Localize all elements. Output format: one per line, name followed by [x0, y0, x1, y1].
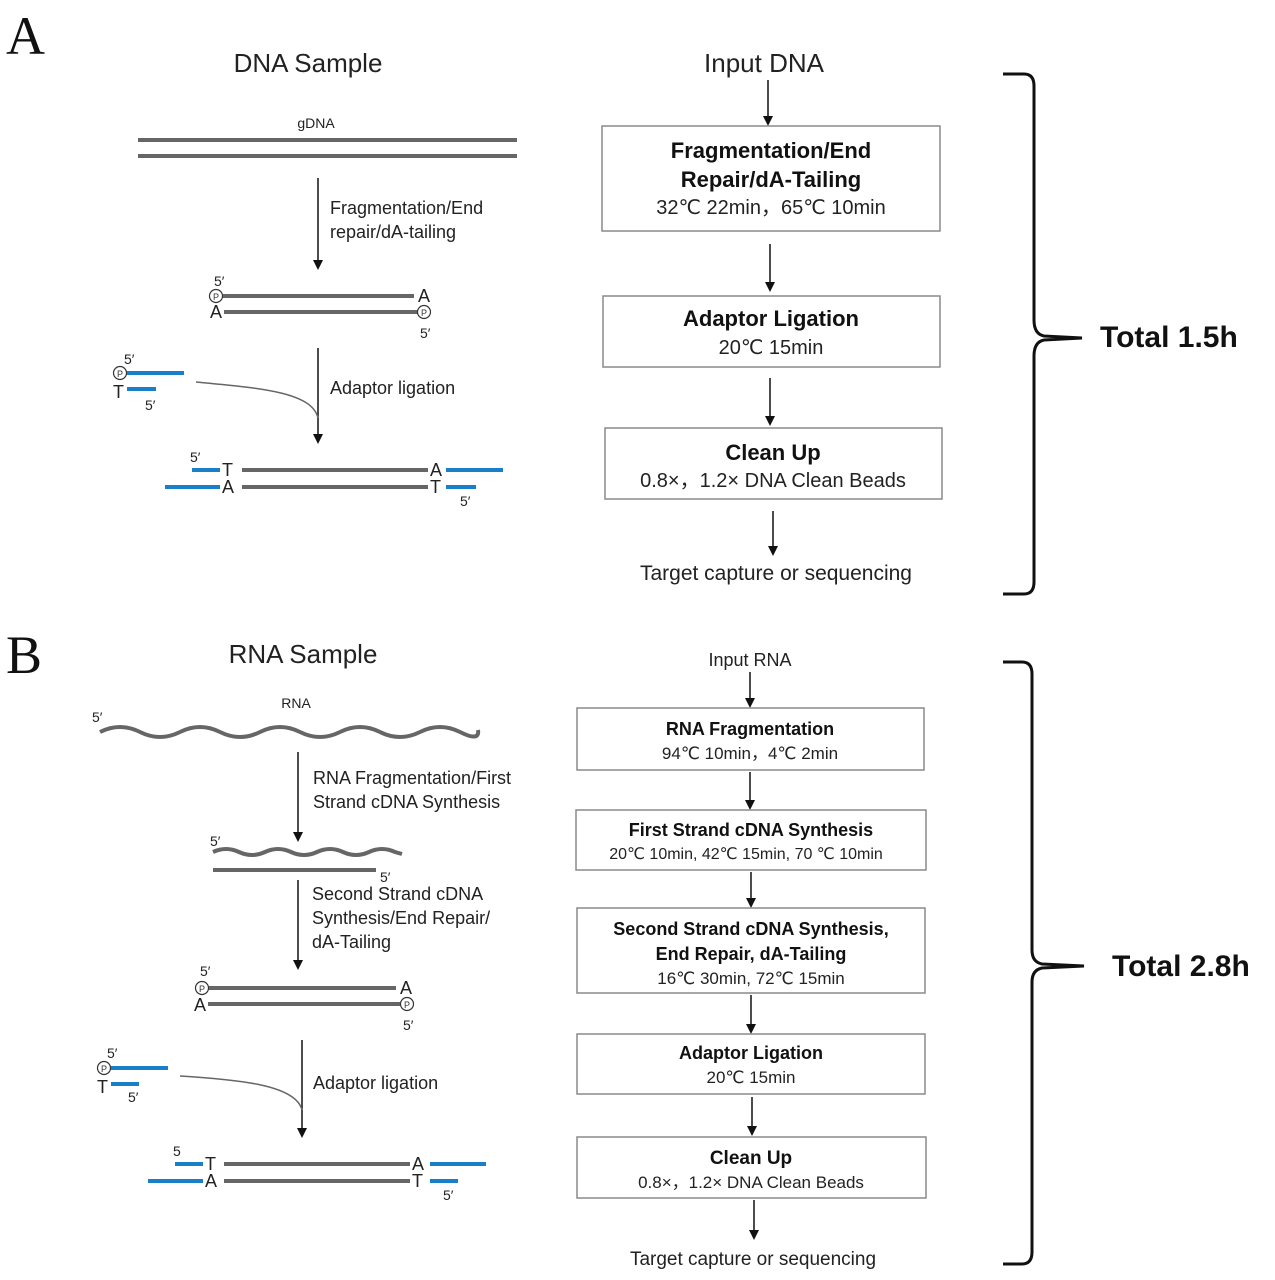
phosphate-icon: [112, 365, 128, 381]
brace-b: [1003, 660, 1085, 1266]
phosphate-icon: [194, 980, 210, 996]
rna-step1-label: RNA Fragmentation/First Strand cDNA Synt…: [313, 768, 516, 812]
product-a-right: A: [430, 460, 442, 480]
adaptor-b-join-curve: [179, 1075, 303, 1111]
box-title: Second Strand cDNA Synthesis,: [613, 919, 888, 939]
box-detail: 16℃ 30min, 72℃ 15min: [657, 969, 845, 988]
product-b-t-left: T: [205, 1154, 216, 1174]
product-5prime-bottom: 5′: [460, 493, 471, 509]
phosphate-icon: [96, 1060, 112, 1076]
product-b-5-top: 5: [173, 1143, 181, 1159]
box-detail: 0.8×，1.2× DNA Clean Beads: [640, 470, 906, 492]
adaptor-join-curve: [195, 381, 319, 419]
box-detail: 32℃ 22min，65℃ 10min: [656, 197, 885, 219]
flow-box-clean-up-b: Clean Up 0.8×，1.2× DNA Clean Beads: [576, 1136, 927, 1199]
rna-fragment-strand: [212, 847, 403, 857]
product-t-left: T: [222, 460, 233, 480]
flow-box-adaptor-ligation-b: Adaptor Ligation 20℃ 15min: [576, 1033, 926, 1095]
rna-step2-label: Second Strand cDNA Synthesis/End Repair/…: [312, 884, 495, 952]
phosphate-icon: [416, 304, 432, 320]
fragment-5prime-bottom: 5′: [420, 325, 431, 341]
flow-box-rna-fragmentation: RNA Fragmentation 94℃ 10min，4℃ 2min: [576, 707, 925, 771]
rna-sample-title: RNA Sample: [229, 639, 378, 669]
dscdna-5prime-top: 5′: [200, 963, 211, 979]
adaptor-t-overhang: T: [113, 382, 124, 402]
product-b-a-right: A: [412, 1154, 424, 1174]
dscdna-a-overhang-bottom: A: [194, 995, 206, 1015]
adaptor-5prime-bottom: 5′: [145, 397, 156, 413]
phosphate-label: P: [199, 984, 205, 994]
phosphate-label: P: [101, 1064, 107, 1074]
total-time-b: Total 2.8h: [1112, 950, 1250, 983]
hybrid-5prime-bottom: 5′: [380, 869, 391, 885]
product-b-t-right: T: [412, 1171, 423, 1191]
fragment-a-overhang-top: A: [418, 286, 430, 306]
box-title: Repair/dA-Tailing: [681, 167, 862, 192]
phosphate-label: P: [117, 369, 123, 379]
product-a-left: A: [222, 477, 234, 497]
box-detail: 20℃ 10min, 42℃ 15min, 70 ℃ 10min: [609, 846, 883, 863]
phosphate-icon: [208, 288, 224, 304]
box-title: Adaptor Ligation: [679, 1043, 823, 1063]
dna-step2-label: Adaptor ligation: [330, 378, 455, 398]
flow-box-adaptor-ligation: Adaptor Ligation 20℃ 15min: [602, 295, 941, 368]
product-5prime-top: 5′: [190, 449, 201, 465]
panel-b: B RNA Sample Input RNA 5′ RNA RNA Fragme…: [6, 625, 1250, 1270]
hybrid-5prime-top: 5′: [210, 833, 221, 849]
phosphate-label: P: [213, 292, 219, 302]
input-rna-title: Input RNA: [708, 650, 791, 670]
phosphate-label: P: [404, 1000, 410, 1010]
rna-output-label: Target capture or sequencing: [630, 1249, 876, 1270]
rna-5prime: 5′: [92, 709, 103, 725]
dna-output-label: Target capture or sequencing: [640, 562, 912, 585]
box-detail: 20℃ 15min: [706, 1068, 795, 1087]
product-t-right: T: [430, 477, 441, 497]
gdna-label: gDNA: [297, 115, 335, 131]
fragment-5prime-top: 5′: [214, 273, 225, 289]
phosphate-icon: [399, 996, 415, 1012]
dscdna-a-overhang-top: A: [400, 978, 412, 998]
box-title: Adaptor Ligation: [683, 306, 859, 331]
panel-a: A DNA Sample Input DNA gDNA Fragmentatio…: [6, 6, 1238, 596]
box-title: First Strand cDNA Synthesis: [629, 820, 873, 840]
box-title: RNA Fragmentation: [666, 719, 834, 739]
brace-a: [1003, 72, 1083, 596]
adaptor-b-5prime-top: 5′: [107, 1045, 118, 1061]
input-dna-title: Input DNA: [704, 48, 825, 78]
product-b-5prime-bottom: 5′: [443, 1187, 454, 1203]
adaptor-b-5prime-bottom: 5′: [128, 1089, 139, 1105]
box-title: Fragmentation/End: [671, 138, 871, 163]
product-b-a-left: A: [205, 1171, 217, 1191]
adaptor-b-t-overhang: T: [97, 1077, 108, 1097]
dna-step1-label: Fragmentation/End repair/dA-tailing: [330, 198, 488, 242]
box-detail: 20℃ 15min: [719, 337, 824, 359]
dna-sample-title: DNA Sample: [234, 48, 383, 78]
phosphate-label: P: [421, 308, 427, 318]
flow-box-second-strand: Second Strand cDNA Synthesis, End Repair…: [576, 907, 926, 994]
dscdna-5prime-bottom: 5′: [403, 1017, 414, 1033]
flow-box-fragmentation: Fragmentation/End Repair/dA-Tailing 32℃ …: [601, 125, 941, 232]
panel-b-letter: B: [6, 625, 42, 685]
box-title: Clean Up: [710, 1148, 792, 1169]
flow-box-first-strand: First Strand cDNA Synthesis 20℃ 10min, 4…: [575, 809, 927, 871]
total-time-a: Total 1.5h: [1100, 321, 1238, 354]
fragment-a-overhang-bottom: A: [210, 302, 222, 322]
box-title: Clean Up: [725, 440, 820, 465]
panel-a-letter: A: [6, 6, 45, 66]
box-title: End Repair, dA-Tailing: [656, 944, 847, 964]
rna-label: RNA: [281, 695, 311, 711]
adaptor-5prime-top: 5′: [124, 351, 135, 367]
rna-strand: [99, 725, 481, 739]
box-detail: 0.8×，1.2× DNA Clean Beads: [638, 1173, 864, 1192]
box-detail: 94℃ 10min，4℃ 2min: [662, 744, 838, 763]
rna-step3-label: Adaptor ligation: [313, 1073, 438, 1093]
flow-box-clean-up: Clean Up 0.8×，1.2× DNA Clean Beads: [604, 427, 943, 500]
